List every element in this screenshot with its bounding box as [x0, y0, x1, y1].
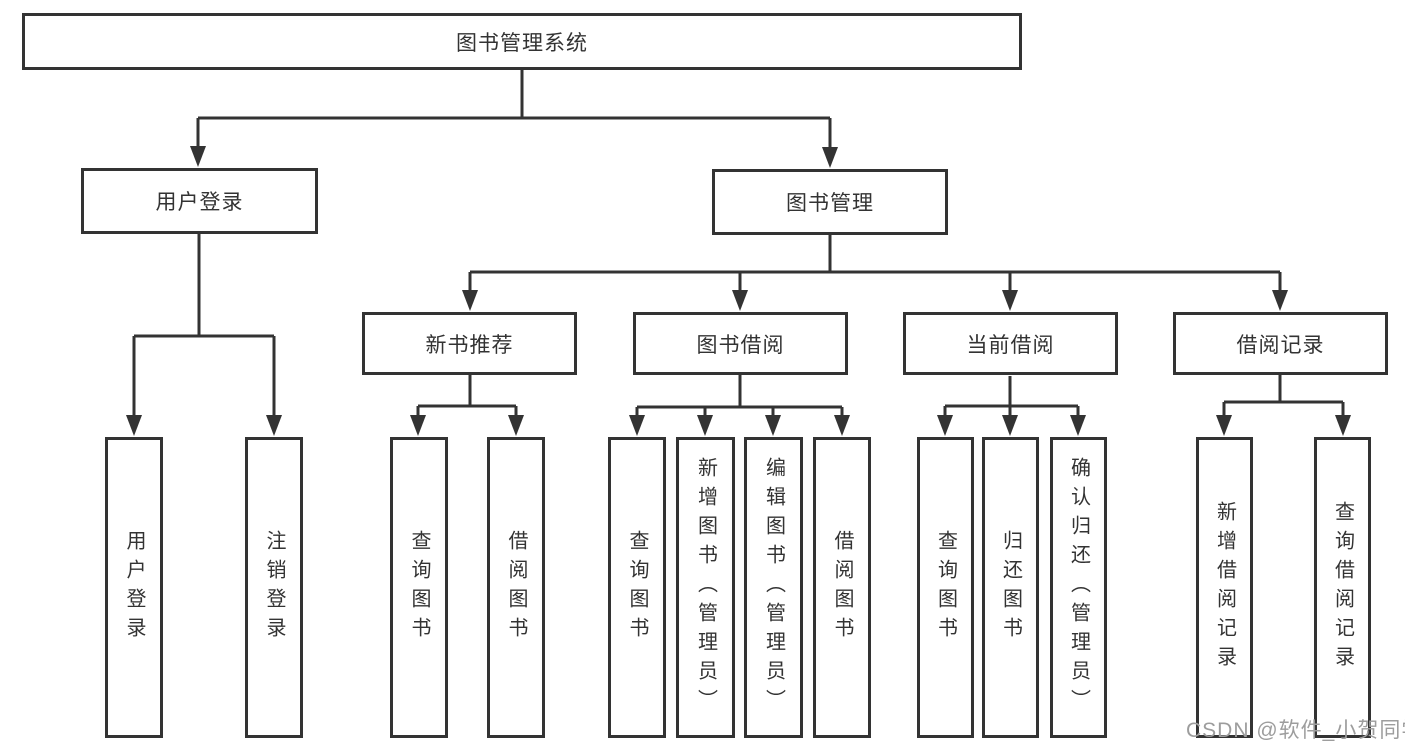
leaf-edit-book-admin: 编辑图书（管理员）: [744, 437, 803, 738]
node-user-login: 用户登录: [81, 168, 318, 234]
node-book-management: 图书管理: [712, 169, 948, 235]
node-current-borrow-label: 当前借阅: [966, 333, 1055, 357]
leaf-add-book-admin-label: 新增图书（管理员）: [694, 457, 717, 718]
leaf-query-books-current: 查询图书: [917, 437, 974, 738]
leaf-borrow-books-recommend-label: 借阅图书: [505, 529, 527, 646]
node-book-borrow: 图书借阅: [633, 312, 848, 375]
leaf-borrow-books-label: 借阅图书: [831, 529, 853, 646]
leaf-logout-label: 注销登录: [263, 529, 285, 646]
node-borrow-records-label: 借阅记录: [1236, 333, 1325, 357]
leaf-query-books-borrow-label: 查询图书: [626, 529, 648, 646]
leaf-add-borrow-record: 新增借阅记录: [1196, 437, 1253, 738]
node-book-management-label: 图书管理: [786, 192, 874, 215]
leaf-query-borrow-record: 查询借阅记录: [1314, 437, 1371, 738]
leaf-logout: 注销登录: [245, 437, 303, 738]
leaf-return-books: 归还图书: [982, 437, 1039, 738]
leaf-add-book-admin: 新增图书（管理员）: [676, 437, 735, 738]
leaf-query-borrow-record-label: 查询借阅记录: [1331, 500, 1354, 675]
node-user-login-label: 用户登录: [155, 191, 244, 214]
leaf-query-books-current-label: 查询图书: [934, 529, 957, 646]
leaf-user-login: 用户登录: [105, 437, 163, 738]
leaf-confirm-return-admin-label: 确认归还（管理员）: [1067, 457, 1090, 718]
node-root-label: 图书管理系统: [456, 31, 588, 55]
leaf-query-books-borrow: 查询图书: [608, 437, 666, 738]
node-current-borrow: 当前借阅: [903, 312, 1118, 375]
node-new-book-recommend-label: 新书推荐: [425, 333, 514, 357]
leaf-confirm-return-admin: 确认归还（管理员）: [1050, 437, 1107, 738]
leaf-borrow-books: 借阅图书: [813, 437, 871, 738]
leaf-borrow-books-recommend: 借阅图书: [487, 437, 545, 738]
node-book-borrow-label: 图书借阅: [696, 333, 785, 357]
leaf-return-books-label: 归还图书: [999, 529, 1022, 646]
leaf-user-login-label: 用户登录: [123, 529, 145, 646]
leaf-query-books-recommend-label: 查询图书: [408, 529, 430, 646]
node-root-system: 图书管理系统: [22, 13, 1022, 70]
leaf-query-books-recommend: 查询图书: [390, 437, 448, 738]
leaf-add-borrow-record-label: 新增借阅记录: [1213, 500, 1236, 675]
node-borrow-records: 借阅记录: [1173, 312, 1388, 375]
node-new-book-recommend: 新书推荐: [362, 312, 577, 375]
leaf-edit-book-admin-label: 编辑图书（管理员）: [762, 457, 785, 718]
csdn-watermark: CSDN @软件_小贺同学: [1186, 719, 1405, 742]
